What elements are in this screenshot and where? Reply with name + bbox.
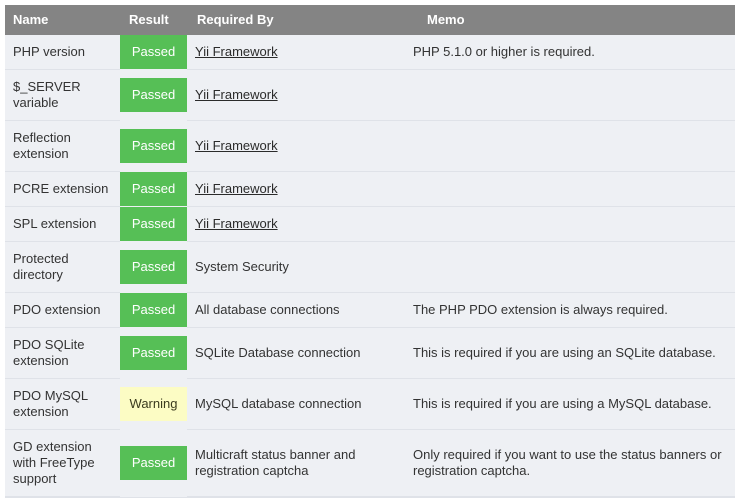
cell-result: Passed bbox=[120, 327, 187, 379]
cell-memo: Only required if you want to use the sta… bbox=[405, 429, 735, 497]
status-badge-passed: Passed bbox=[120, 336, 187, 370]
cell-result: Passed bbox=[120, 35, 187, 70]
cell-required-by: MySQL database connection bbox=[187, 378, 405, 430]
cell-memo bbox=[405, 241, 735, 293]
cell-result: Passed bbox=[120, 429, 187, 497]
cell-requirement-name: $_SERVER variable bbox=[5, 69, 120, 121]
required-by-link[interactable]: Yii Framework bbox=[195, 44, 278, 59]
cell-result: Passed bbox=[120, 69, 187, 121]
cell-requirement-name: PDO extension bbox=[5, 292, 120, 328]
status-badge-passed: Passed bbox=[120, 35, 187, 70]
cell-result: Passed bbox=[120, 171, 187, 207]
required-by-text: Multicraft status banner and registratio… bbox=[195, 447, 356, 478]
cell-result: Warning bbox=[120, 378, 187, 430]
cell-requirement-name: PDO SQLite extension bbox=[5, 327, 120, 379]
cell-memo: This is required if you are using a MySQ… bbox=[405, 378, 735, 430]
cell-required-by: SQLite Database connection bbox=[187, 327, 405, 379]
cell-requirement-name: GD extension with FreeType support bbox=[5, 429, 120, 497]
cell-required-by[interactable]: Yii Framework bbox=[187, 206, 405, 242]
cell-result: Passed bbox=[120, 241, 187, 293]
requirements-checker-page: Name Result Required By Memo PHP version… bbox=[5, 5, 735, 498]
column-header-name: Name bbox=[5, 5, 120, 35]
status-badge-passed: Passed bbox=[120, 78, 187, 112]
table-header: Name Result Required By Memo bbox=[5, 5, 735, 35]
cell-memo bbox=[405, 69, 735, 121]
cell-result: Passed bbox=[120, 120, 187, 172]
status-badge-warning: Warning bbox=[120, 387, 187, 421]
cell-memo: The PHP PDO extension is always required… bbox=[405, 292, 735, 328]
cell-required-by: Multicraft status banner and registratio… bbox=[187, 429, 405, 497]
cell-requirement-name: SPL extension bbox=[5, 206, 120, 242]
cell-requirement-name: Protected directory bbox=[5, 241, 120, 293]
cell-result: Passed bbox=[120, 206, 187, 242]
status-badge-passed: Passed bbox=[120, 293, 187, 327]
cell-requirement-name: Reflection extension bbox=[5, 120, 120, 172]
required-by-text: System Security bbox=[195, 259, 289, 274]
requirements-table: Name Result Required By Memo PHP version… bbox=[5, 5, 735, 497]
cell-memo bbox=[405, 171, 735, 207]
status-badge-passed: Passed bbox=[120, 446, 187, 480]
column-header-memo: Memo bbox=[405, 5, 735, 35]
cell-required-by[interactable]: Yii Framework bbox=[187, 171, 405, 207]
required-by-link[interactable]: Yii Framework bbox=[195, 138, 278, 153]
status-badge-passed: Passed bbox=[120, 207, 187, 241]
required-by-link[interactable]: Yii Framework bbox=[195, 216, 278, 231]
cell-memo: This is required if you are using an SQL… bbox=[405, 327, 735, 379]
status-badge-passed: Passed bbox=[120, 129, 187, 163]
required-by-link[interactable]: Yii Framework bbox=[195, 87, 278, 102]
required-by-text: All database connections bbox=[195, 302, 340, 317]
column-header-required-by: Required By bbox=[187, 5, 405, 35]
cell-requirement-name: PDO MySQL extension bbox=[5, 378, 120, 430]
cell-required-by: All database connections bbox=[187, 292, 405, 328]
cell-result: Passed bbox=[120, 292, 187, 328]
cell-memo bbox=[405, 206, 735, 242]
cell-memo: PHP 5.1.0 or higher is required. bbox=[405, 35, 735, 70]
cell-required-by[interactable]: Yii Framework bbox=[187, 35, 405, 70]
cell-required-by: System Security bbox=[187, 241, 405, 293]
status-badge-passed: Passed bbox=[120, 250, 187, 284]
required-by-link[interactable]: Yii Framework bbox=[195, 181, 278, 196]
required-by-text: MySQL database connection bbox=[195, 396, 362, 411]
cell-required-by[interactable]: Yii Framework bbox=[187, 120, 405, 172]
cell-requirement-name: PHP version bbox=[5, 35, 120, 70]
cell-requirement-name: PCRE extension bbox=[5, 171, 120, 207]
cell-memo bbox=[405, 120, 735, 172]
cell-required-by[interactable]: Yii Framework bbox=[187, 69, 405, 121]
required-by-text: SQLite Database connection bbox=[195, 345, 361, 360]
column-header-result: Result bbox=[120, 5, 187, 35]
table-header-row: Name Result Required By Memo bbox=[5, 5, 735, 35]
status-badge-passed: Passed bbox=[120, 172, 187, 206]
